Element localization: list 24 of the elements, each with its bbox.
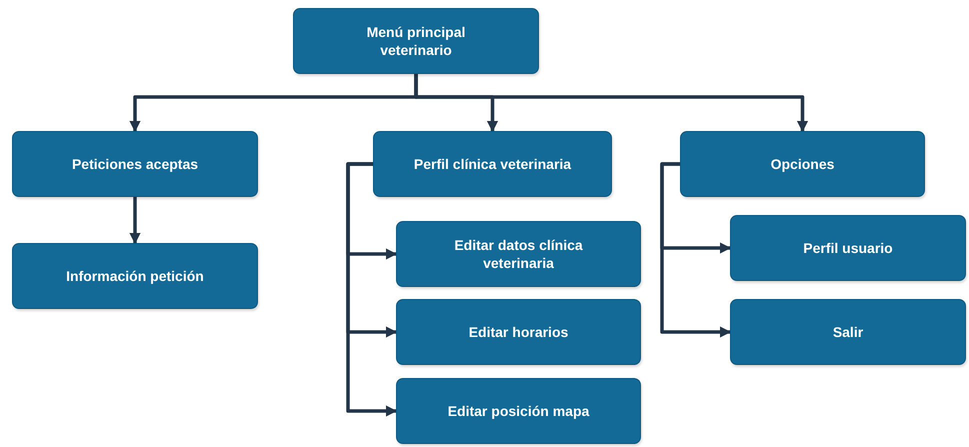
process-box bbox=[730, 299, 966, 365]
process-box bbox=[730, 215, 966, 281]
node-label: Información petición bbox=[65, 267, 205, 285]
process-box bbox=[396, 221, 641, 287]
node-label: Menú principal veterinario bbox=[366, 23, 466, 59]
process-box bbox=[12, 243, 258, 309]
node-label: Salir bbox=[832, 323, 864, 341]
node-label: Editar horarios bbox=[468, 323, 570, 341]
process-box bbox=[293, 8, 539, 74]
process-box bbox=[680, 131, 925, 197]
process-box bbox=[373, 131, 612, 197]
node-label: Peticiones aceptas bbox=[70, 155, 200, 173]
process-box bbox=[396, 378, 641, 444]
arrow bbox=[129, 197, 141, 244]
node-label: Perfil clínica veterinaria bbox=[412, 155, 572, 173]
arrow bbox=[346, 162, 398, 417]
node-label: Editar posición mapa bbox=[446, 402, 590, 420]
node-label: Editar datos clínica veterinaria bbox=[453, 236, 584, 272]
node-label: Perfil usuario bbox=[802, 239, 894, 257]
arrow bbox=[414, 74, 808, 132]
process-box bbox=[12, 131, 258, 197]
process-box bbox=[396, 299, 641, 365]
node-label: Opciones bbox=[770, 155, 836, 173]
arrow bbox=[660, 162, 732, 338]
